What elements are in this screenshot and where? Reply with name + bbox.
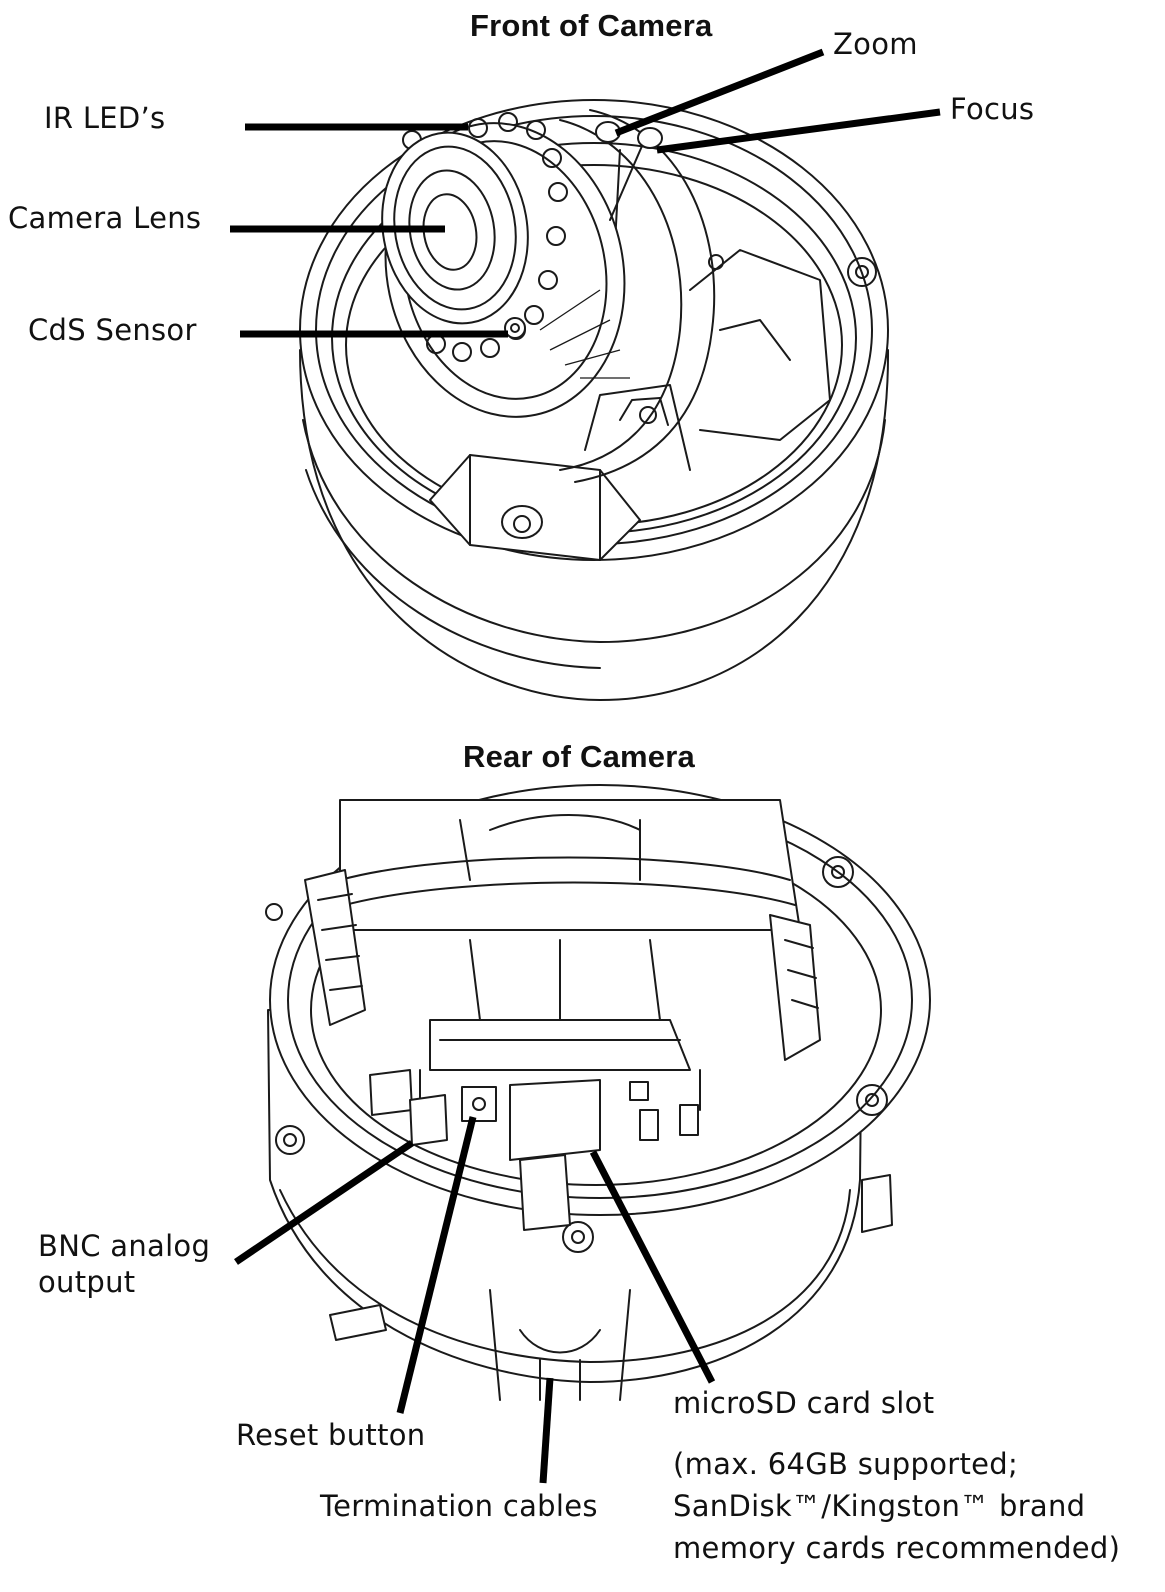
bnc-label-line-1: BNC analog <box>38 1229 211 1263</box>
cds-sensor-label: CdS Sensor <box>28 313 197 347</box>
zoom-label: Zoom <box>833 27 918 61</box>
leader-lines <box>230 48 941 1484</box>
termination-cables-label: Termination cables <box>320 1489 598 1523</box>
microsd-note-line-3: memory cards recommended) <box>673 1531 1121 1565</box>
focus-label: Focus <box>950 92 1035 126</box>
bnc-label-line-2: output <box>38 1265 136 1299</box>
microsd-note-line-1: (max. 64GB supported; <box>673 1447 1019 1481</box>
front-of-camera-heading: Front of Camera <box>470 8 713 43</box>
camera-lens-label: Camera Lens <box>8 201 202 235</box>
rear-camera-drawing <box>265 784 931 1401</box>
ir-leds-label: IR LED’s <box>44 101 166 135</box>
microsd-note: (max. 64GB supported; SanDisk™/Kingston™… <box>673 1443 1120 1569</box>
front-camera-drawing <box>299 99 890 701</box>
microsd-note-line-2: SanDisk™/Kingston™ brand <box>673 1489 1086 1523</box>
microsd-card-slot-label: microSD card slot <box>673 1386 935 1420</box>
rear-of-camera-heading: Rear of Camera <box>463 739 695 774</box>
reset-button-label: Reset button <box>236 1418 426 1452</box>
bnc-analog-output-label: BNC analog output <box>38 1228 210 1300</box>
